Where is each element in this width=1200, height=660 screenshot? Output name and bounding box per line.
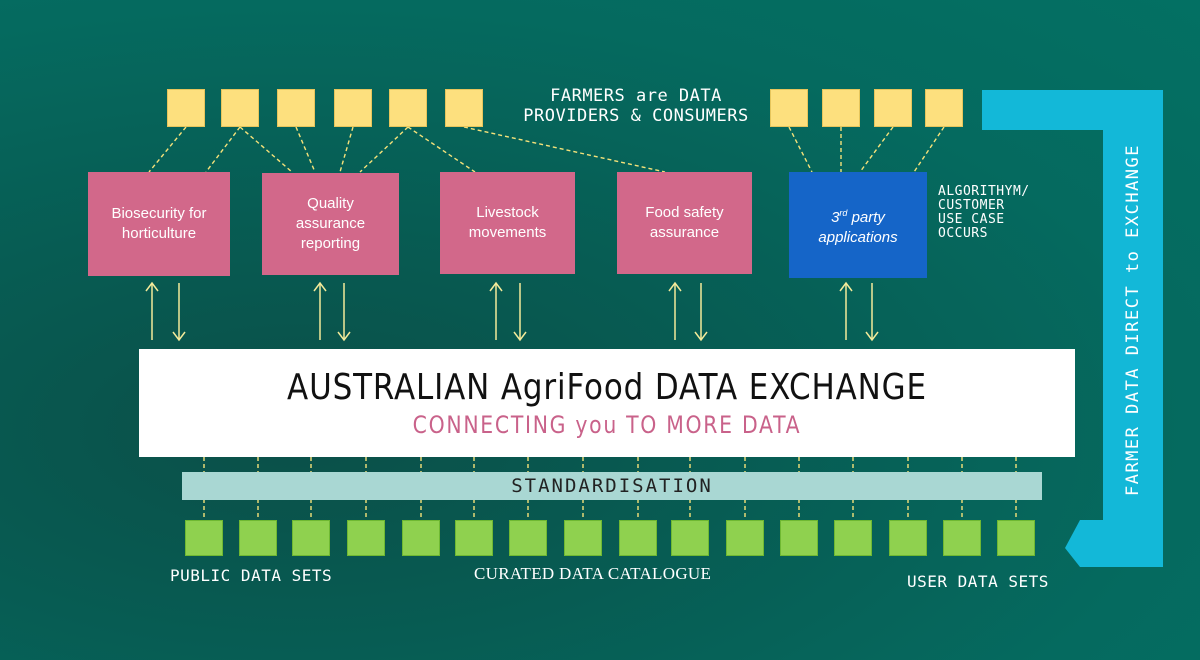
data-set-square	[455, 520, 493, 556]
data-set-square	[185, 520, 223, 556]
arrow-pair-2	[313, 281, 351, 342]
standardisation-label: STANDARDISATION	[511, 475, 713, 497]
farmer-square	[445, 89, 483, 127]
third-party-rest: party applications	[818, 208, 898, 246]
farmer-square	[167, 89, 205, 127]
data-set-square	[997, 520, 1035, 556]
curated-catalogue-label: CURATED DATA CATALOGUE	[474, 564, 712, 583]
farmer-square	[389, 89, 427, 127]
arrow-pair-3	[489, 281, 527, 342]
arrow-pair-5	[839, 281, 879, 342]
data-set-square	[726, 520, 764, 556]
data-set-square	[347, 520, 385, 556]
farmers-label-line-2: PROVIDERS & CONSUMERS	[523, 106, 749, 126]
data-exchange-banner: AUSTRALIAN AgriFood DATA EXCHANGE CONNEC…	[139, 349, 1075, 457]
box-livestock-movements: Livestock movements	[440, 172, 575, 274]
data-set-square	[509, 520, 547, 556]
box-third-party-apps: 3rd party applications	[789, 172, 927, 278]
data-set-square	[943, 520, 981, 556]
farmer-square	[334, 89, 372, 127]
standardisation-bar: STANDARDISATION	[182, 472, 1042, 500]
farmer-square	[221, 89, 259, 127]
third-party-number: 3	[831, 208, 840, 226]
arrow-pair-4	[668, 281, 708, 342]
farmer-square	[925, 89, 963, 127]
algorithm-note-line-1: ALGORITHYM/	[938, 184, 1030, 199]
user-data-sets-label: USER DATA SETS	[907, 572, 1049, 591]
farmers-label-line-1: FARMERS are DATA	[550, 86, 722, 106]
box-biosecurity: Biosecurity for horticulture	[88, 172, 230, 276]
algorithm-note-line-4: OCCURS	[938, 226, 988, 241]
data-set-square	[671, 520, 709, 556]
data-set-square	[564, 520, 602, 556]
data-set-square	[889, 520, 927, 556]
algorithm-note-line-2: CUSTOMER	[938, 198, 1005, 213]
algorithm-note: ALGORITHYM/ CUSTOMER USE CASE OCCURS	[938, 185, 1030, 241]
farmer-square	[277, 89, 315, 127]
farmer-square	[770, 89, 808, 127]
farmer-square	[874, 89, 912, 127]
third-party-ordinal: rd	[839, 207, 848, 218]
farmers-label: FARMERS are DATA PROVIDERS & CONSUMERS	[516, 86, 756, 126]
box-biosecurity-label: Biosecurity for horticulture	[111, 205, 207, 242]
box-quality-assurance: Quality assurance reporting	[262, 173, 399, 275]
data-set-square	[239, 520, 277, 556]
algorithm-note-line-3: USE CASE	[938, 212, 1005, 227]
exchange-subtitle: CONNECTING you TO MORE DATA	[412, 411, 802, 439]
box-quality-assurance-label: Quality assurance reporting	[295, 195, 366, 252]
farmer-square	[822, 89, 860, 127]
data-set-square	[619, 520, 657, 556]
data-set-square	[834, 520, 872, 556]
public-data-sets-label: PUBLIC DATA SETS	[170, 566, 333, 585]
data-set-square	[780, 520, 818, 556]
data-set-square	[402, 520, 440, 556]
arrow-pair-1	[145, 281, 186, 342]
data-set-square	[292, 520, 330, 556]
box-food-safety-label: Food safety assurance	[645, 204, 724, 241]
box-livestock-label: Livestock movements	[468, 204, 547, 241]
box-food-safety: Food safety assurance	[617, 172, 752, 274]
farmer-direct-label: FARMER DATA DIRECT to EXCHANGE	[1123, 143, 1143, 497]
farmer-direct-arrow	[982, 90, 1163, 567]
box-third-party-label: 3rd party applications	[808, 203, 908, 248]
exchange-title: AUSTRALIAN AgriFood DATA EXCHANGE	[287, 367, 927, 408]
